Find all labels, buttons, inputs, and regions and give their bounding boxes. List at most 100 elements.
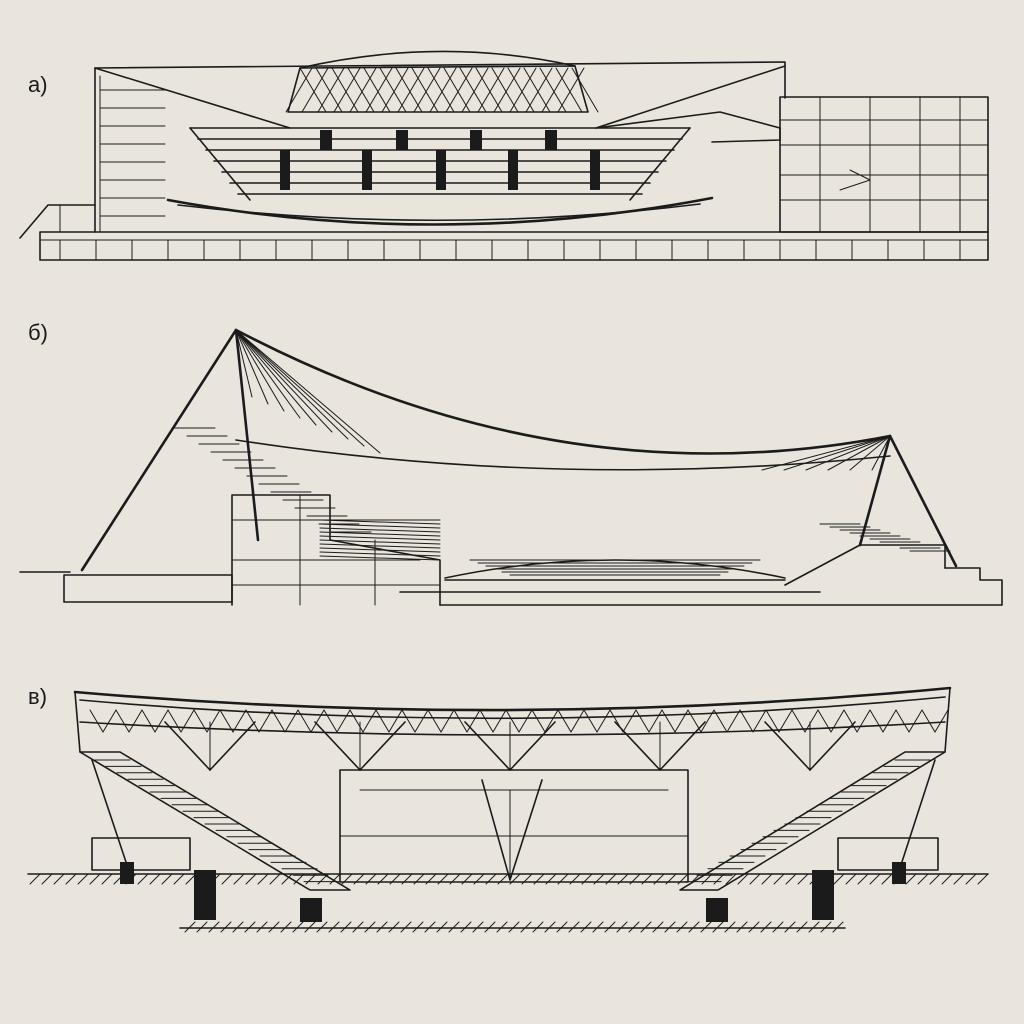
lattice-bar [525, 67, 553, 113]
lattice-bar [395, 67, 423, 113]
truss-diagonal [661, 709, 676, 733]
stand-step [319, 535, 441, 541]
lattice-bar [379, 67, 407, 113]
hatch-stroke [137, 873, 149, 885]
truss-diagonal [375, 709, 390, 733]
hatch-stroke [196, 921, 208, 933]
truss-diagonal [804, 709, 819, 733]
hatch-stroke [184, 921, 196, 933]
hatch-stroke [208, 921, 220, 933]
stay-cable [783, 435, 891, 471]
seating-pier [470, 130, 482, 150]
lattice-bar [541, 67, 569, 113]
lattice-bar [443, 67, 471, 113]
stand-step [319, 519, 441, 525]
hatch-stroke [281, 873, 293, 885]
lattice-bar [461, 67, 489, 113]
hatch-stroke [220, 921, 232, 933]
truss-diagonal [115, 709, 130, 733]
hatch-stroke [929, 873, 941, 885]
side-building-left-c [91, 837, 191, 871]
stair-mark-a [839, 169, 871, 191]
roof-tie-right-a [595, 65, 786, 129]
mast-right-b [858, 434, 958, 568]
foundation-left-2-c [300, 898, 322, 922]
stand-step [319, 539, 441, 545]
hatch-stroke [832, 921, 844, 933]
lattice-bar [285, 67, 313, 113]
hatch-stroke [724, 921, 736, 933]
truss-fan [764, 721, 811, 771]
main-cable-b [234, 328, 892, 455]
hatch-stroke [736, 921, 748, 933]
lattice-bar [429, 67, 457, 113]
roof-edge-right-c [944, 687, 951, 753]
hatch-stroke [232, 921, 244, 933]
roof-tie-left-a [94, 67, 291, 129]
hatch-stroke [424, 921, 436, 933]
hatch-stroke [845, 873, 857, 885]
seating-pier [508, 150, 518, 190]
lattice-bar [493, 67, 521, 113]
truss-diagonal [232, 709, 247, 733]
hatch-stroke [316, 921, 328, 933]
hatch-stroke [436, 921, 448, 933]
hatch-stroke [340, 921, 352, 933]
section-drawing-b [19, 328, 1003, 606]
truss-diagonal [856, 709, 871, 733]
seating-pier [436, 150, 446, 190]
right-block-floors-a [779, 96, 989, 233]
lattice-bar [445, 67, 473, 113]
truss-diagonal [388, 709, 403, 733]
hatch-stroke [328, 921, 340, 933]
hatch-stroke [568, 921, 580, 933]
truss-diagonal [323, 709, 338, 733]
right-block-a [779, 96, 989, 233]
lattice-bar [539, 67, 567, 113]
stay-cable [761, 435, 891, 471]
truss-fan [809, 721, 856, 771]
truss-diagonal [518, 709, 533, 733]
hatch-stroke [400, 921, 412, 933]
truss-diagonal [167, 709, 182, 733]
stay-cable [235, 329, 301, 419]
hatch-stroke [857, 873, 869, 885]
hatch-stroke [496, 921, 508, 933]
truss-diagonal [635, 709, 650, 733]
hatch-stroke [376, 921, 388, 933]
truss-diagonal [778, 709, 793, 733]
hatch-stroke [604, 921, 616, 933]
truss-diagonal [921, 709, 936, 733]
hatch-stroke [233, 873, 245, 885]
hatch-stroke [688, 921, 700, 933]
hatch-stroke [329, 873, 341, 885]
panel-label-b: б) [28, 320, 48, 345]
hatch-stroke [917, 873, 929, 885]
truss-diagonal [674, 709, 689, 733]
stay-cable [235, 329, 365, 447]
stand-block-right-b [784, 544, 946, 586]
truss-diagonal [284, 709, 299, 733]
hatch-stroke [161, 873, 173, 885]
hatch-stroke [544, 921, 556, 933]
truss-diagonal [882, 709, 897, 733]
hatch-stroke [773, 873, 785, 885]
hatch-stroke [364, 921, 376, 933]
stay-cable [849, 435, 891, 471]
base-right-b [439, 567, 1003, 606]
truss-diagonal [362, 709, 377, 733]
truss-diagonal [193, 709, 208, 733]
truss-diagonal [908, 709, 923, 733]
truss-diagonal [830, 709, 845, 733]
lattice-bar [477, 67, 505, 113]
stand-step [319, 527, 441, 533]
hatch-stroke [640, 921, 652, 933]
seating-pier [362, 150, 372, 190]
hatch-stroke [760, 921, 772, 933]
hatch-stroke [712, 921, 724, 933]
hatch-stroke [29, 873, 41, 885]
truss-diagonal [141, 709, 156, 733]
truss-diagonal [271, 709, 286, 733]
truss-diagonal [154, 709, 169, 733]
truss-fan [164, 721, 211, 771]
